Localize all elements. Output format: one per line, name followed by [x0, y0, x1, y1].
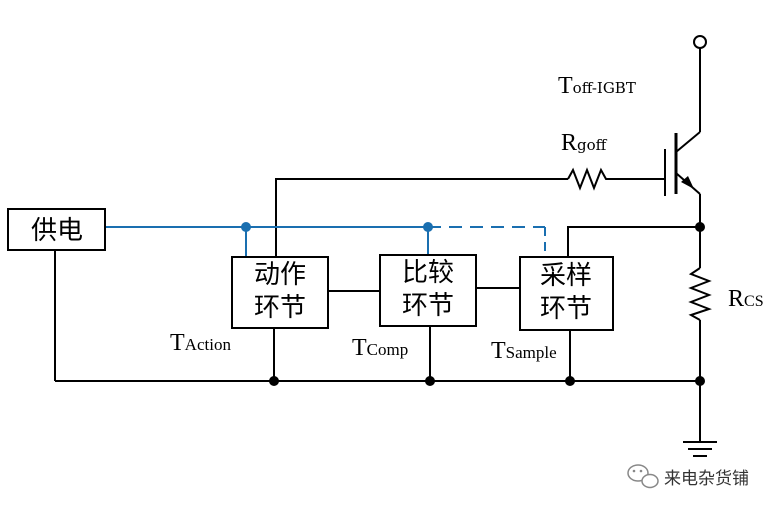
t-action-label: TAction — [170, 330, 231, 356]
junction-dot — [695, 376, 705, 386]
collector-terminal — [693, 35, 707, 49]
t-comp-label: TComp — [352, 335, 408, 361]
supply-wires — [105, 222, 546, 257]
wechat-icon — [627, 464, 659, 489]
compare-block: 比较 环节 — [379, 254, 477, 327]
junction-dot — [269, 376, 279, 386]
gate-drive-wire — [275, 178, 568, 257]
supply-junction-dot — [423, 222, 433, 232]
watermark: 来电杂货铺 — [627, 464, 749, 489]
junction-dot — [425, 376, 435, 386]
ground-icon — [683, 441, 717, 457]
action-block-label-1: 动作 — [254, 260, 306, 290]
junction-dot — [695, 222, 705, 232]
compare-block-label-2: 环节 — [402, 291, 454, 321]
resistor-icon — [567, 167, 610, 191]
power-block-box — [7, 208, 106, 251]
t-sample-label: TSample — [491, 338, 557, 364]
supply-junction-dot — [241, 222, 251, 232]
junctions — [269, 222, 705, 386]
action-block-label-2: 环节 — [254, 293, 306, 323]
power-block-label: 供电 — [31, 216, 83, 246]
t-off-igbt-label: Toff-IGBT — [558, 73, 636, 99]
compare-block-label-1: 比较 — [402, 258, 454, 288]
power-block: 供电 — [7, 208, 106, 251]
igbt-icon — [664, 131, 701, 196]
watermark-text: 来电杂货铺 — [664, 469, 749, 489]
sample-block-box — [519, 256, 614, 331]
action-block: 动作 环节 — [231, 256, 329, 329]
r-cs-label: RCS — [728, 286, 764, 312]
signal-wires — [54, 48, 701, 442]
sample-block-label-1: 采样 — [540, 261, 592, 291]
sample-block-label-2: 环节 — [540, 294, 592, 324]
resistor-icon — [688, 267, 712, 321]
action-block-box — [231, 256, 329, 329]
sense-wire — [567, 226, 700, 257]
junction-dot — [565, 376, 575, 386]
igbt-collector-lead — [675, 131, 701, 153]
r-goff-label: Rgoff — [561, 130, 608, 156]
compare-block-box — [379, 254, 477, 327]
sample-block: 采样 环节 — [519, 256, 614, 331]
igbt-emitter-arrow — [681, 176, 694, 189]
